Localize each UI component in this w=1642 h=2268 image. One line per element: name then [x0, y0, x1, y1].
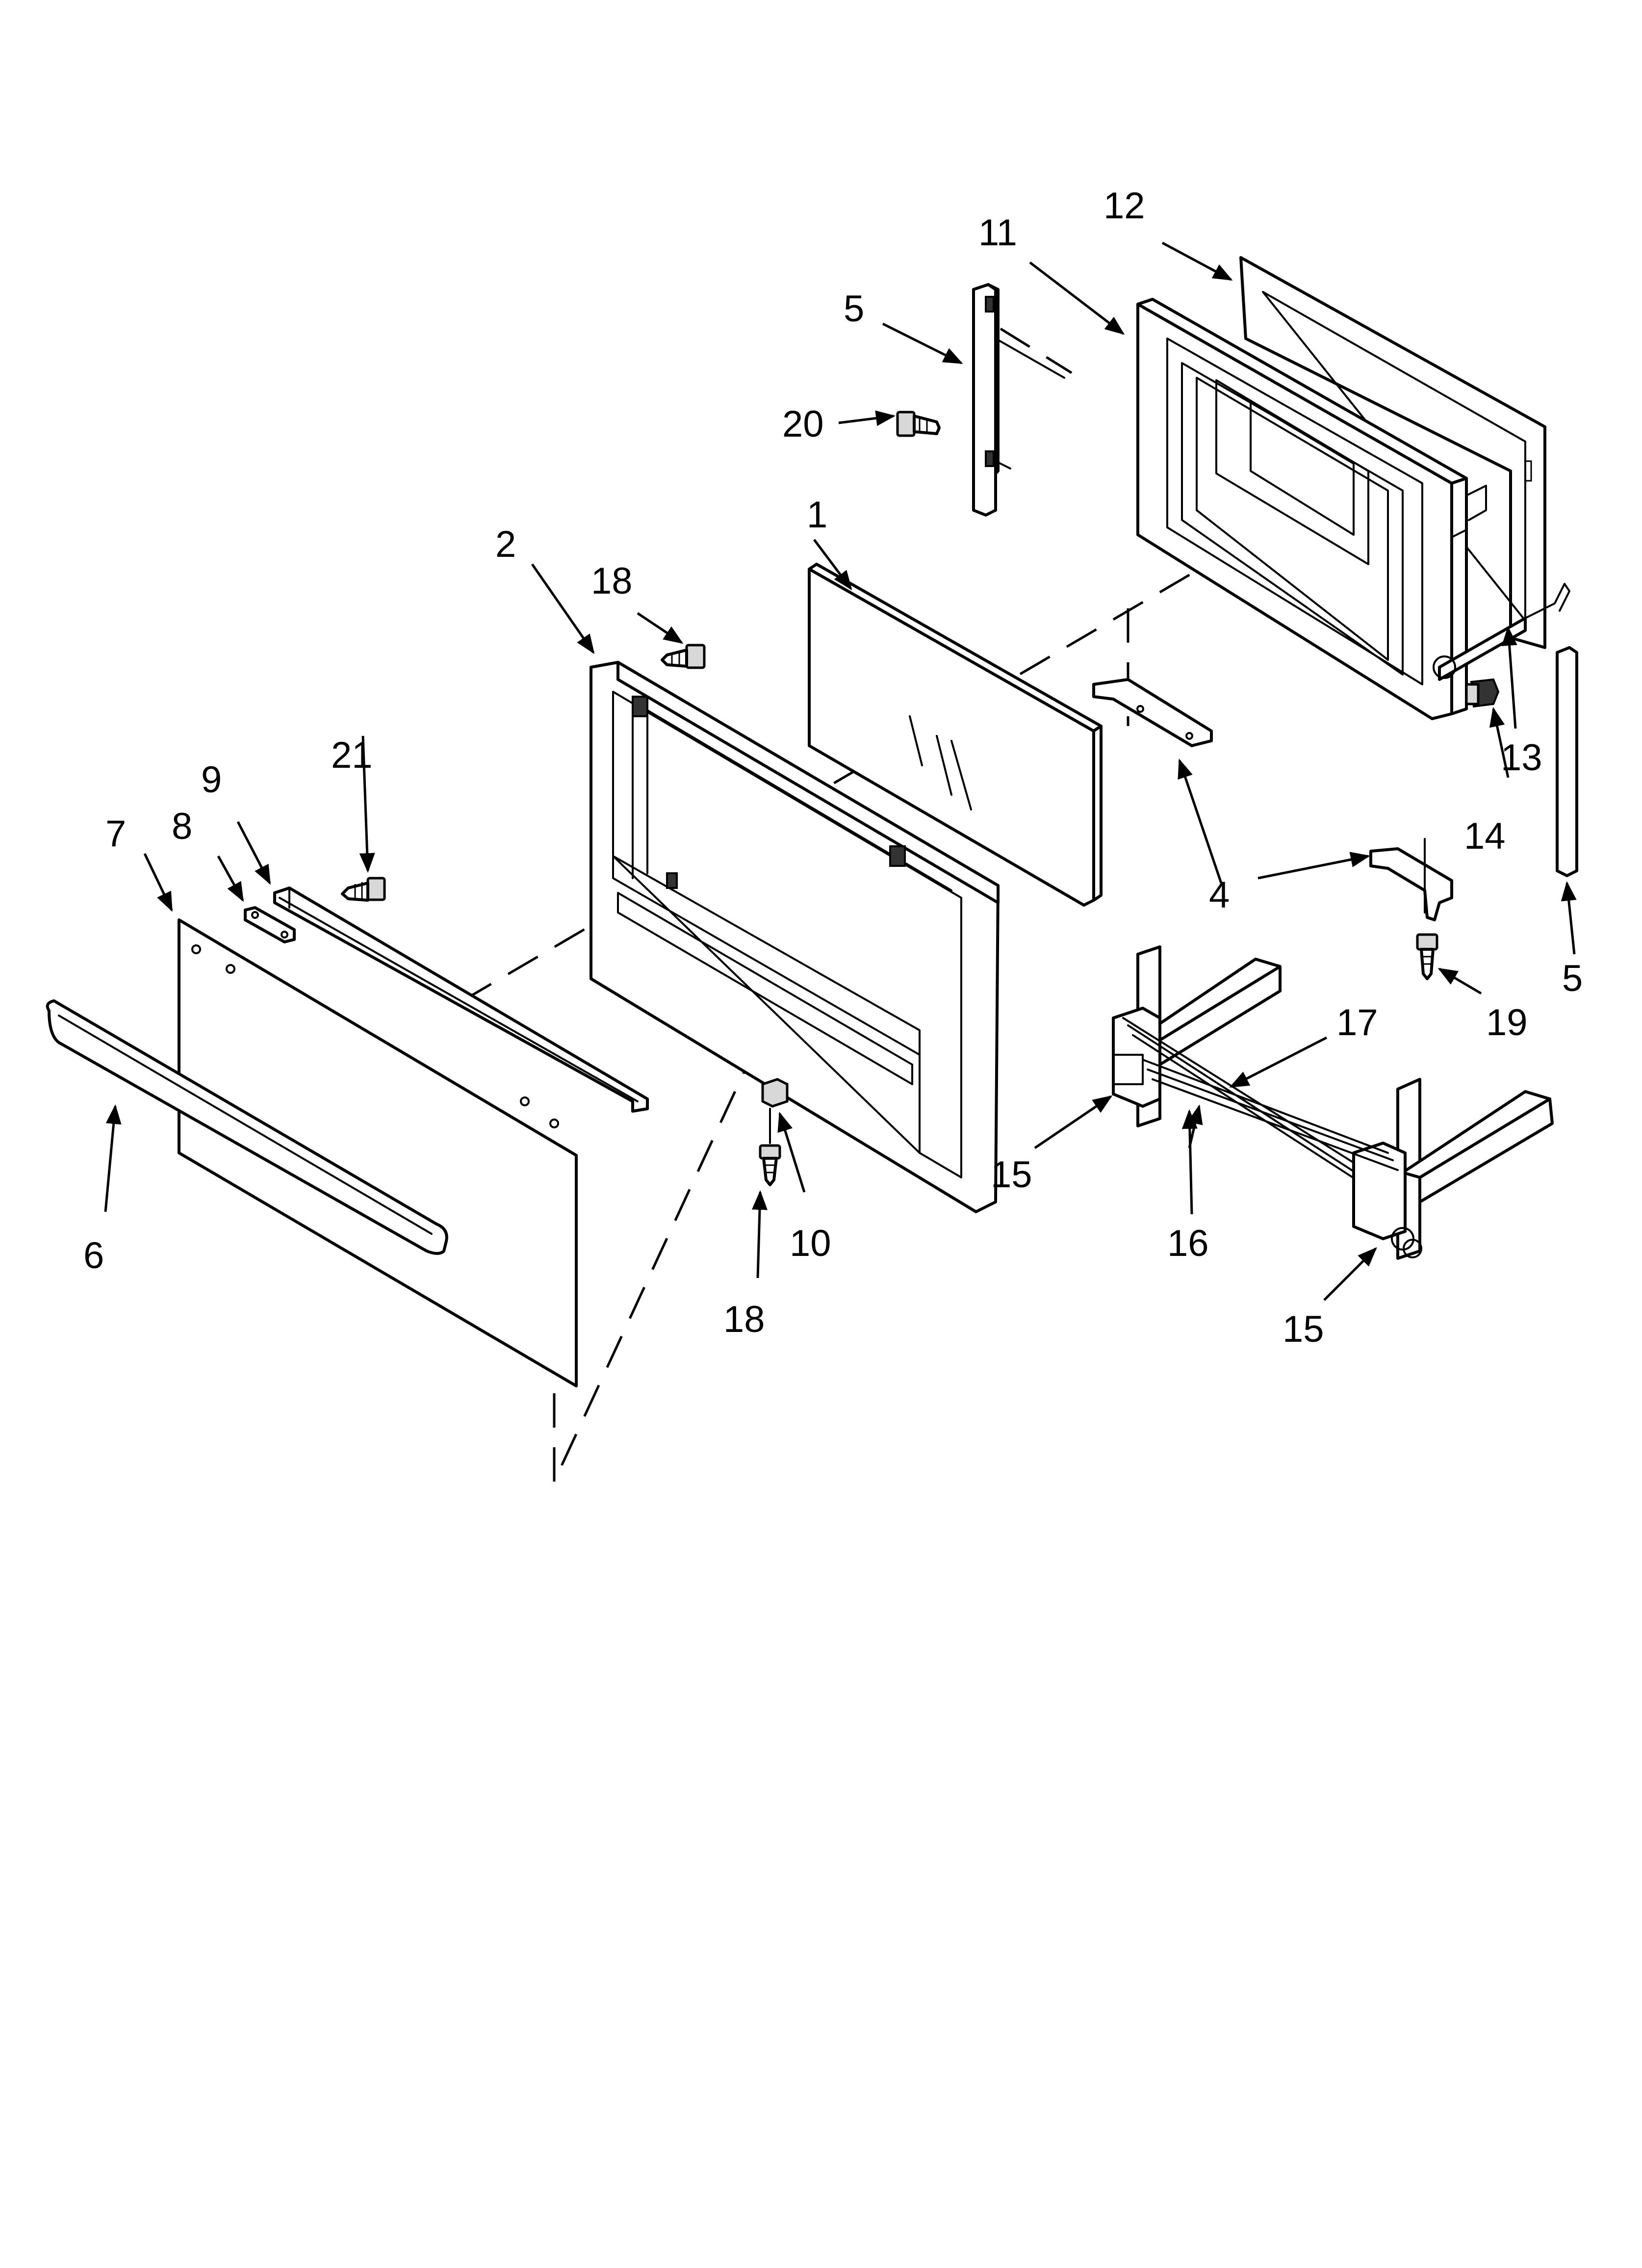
part-4-lower-bracket [1369, 838, 1453, 921]
left-hinge-assembly [1112, 945, 1384, 1198]
callout-8: 8 [172, 806, 192, 847]
part-21-screw [341, 877, 386, 902]
part-8-plate [244, 906, 296, 943]
callout-12: 12 [1103, 185, 1145, 227]
part-18-upper-screw [661, 644, 706, 669]
callout-11: 11 [978, 212, 1017, 254]
part-19-screw [759, 1108, 781, 1186]
callout-9: 9 [201, 759, 222, 801]
callout-13: 13 [1501, 737, 1542, 779]
callout-10: 10 [790, 1223, 831, 1264]
callout-17: 17 [1336, 1002, 1378, 1043]
callout-5-lower: 5 [1562, 958, 1583, 999]
part-2-door-frame [590, 661, 1000, 1213]
part-14-screw [1465, 678, 1500, 708]
part-1-glass [808, 563, 1103, 907]
callout-7: 7 [105, 813, 126, 855]
callout-5-upper: 5 [844, 288, 864, 330]
callout-20: 20 [782, 403, 824, 445]
callout-15-right: 15 [1283, 1308, 1324, 1350]
part-18-lower-screw [1416, 933, 1438, 980]
part-7-outer-panel [178, 918, 578, 1387]
callout-14: 14 [1464, 815, 1506, 857]
callout-18-upper: 18 [591, 560, 633, 602]
callout-6: 6 [83, 1235, 104, 1277]
part-20-screw [896, 411, 941, 437]
callout-2: 2 [495, 523, 516, 565]
part-4-upper-bracket [1092, 678, 1213, 747]
callout-19: 18 [723, 1299, 765, 1340]
part-9-rail [273, 886, 649, 1113]
callout-18-lower: 19 [1486, 1002, 1528, 1043]
leader-lines [104, 241, 1577, 1301]
callout-15-left: 15 [991, 1154, 1032, 1196]
callout-16: 16 [1167, 1223, 1209, 1264]
part-5-lower-trim [1556, 646, 1578, 877]
callout-21: 21 [331, 734, 373, 776]
part-10-block [761, 1078, 789, 1108]
part-6-handle [46, 999, 448, 1255]
callout-labels: 12 11 5 20 1 2 18 13 14 4 5 19 17 21 9 8… [83, 185, 1583, 1350]
right-hinge-assembly [1142, 1059, 1554, 1260]
part-5-upper-trim [972, 283, 1065, 517]
callout-1: 1 [807, 494, 827, 536]
callout-4: 4 [1209, 874, 1230, 916]
